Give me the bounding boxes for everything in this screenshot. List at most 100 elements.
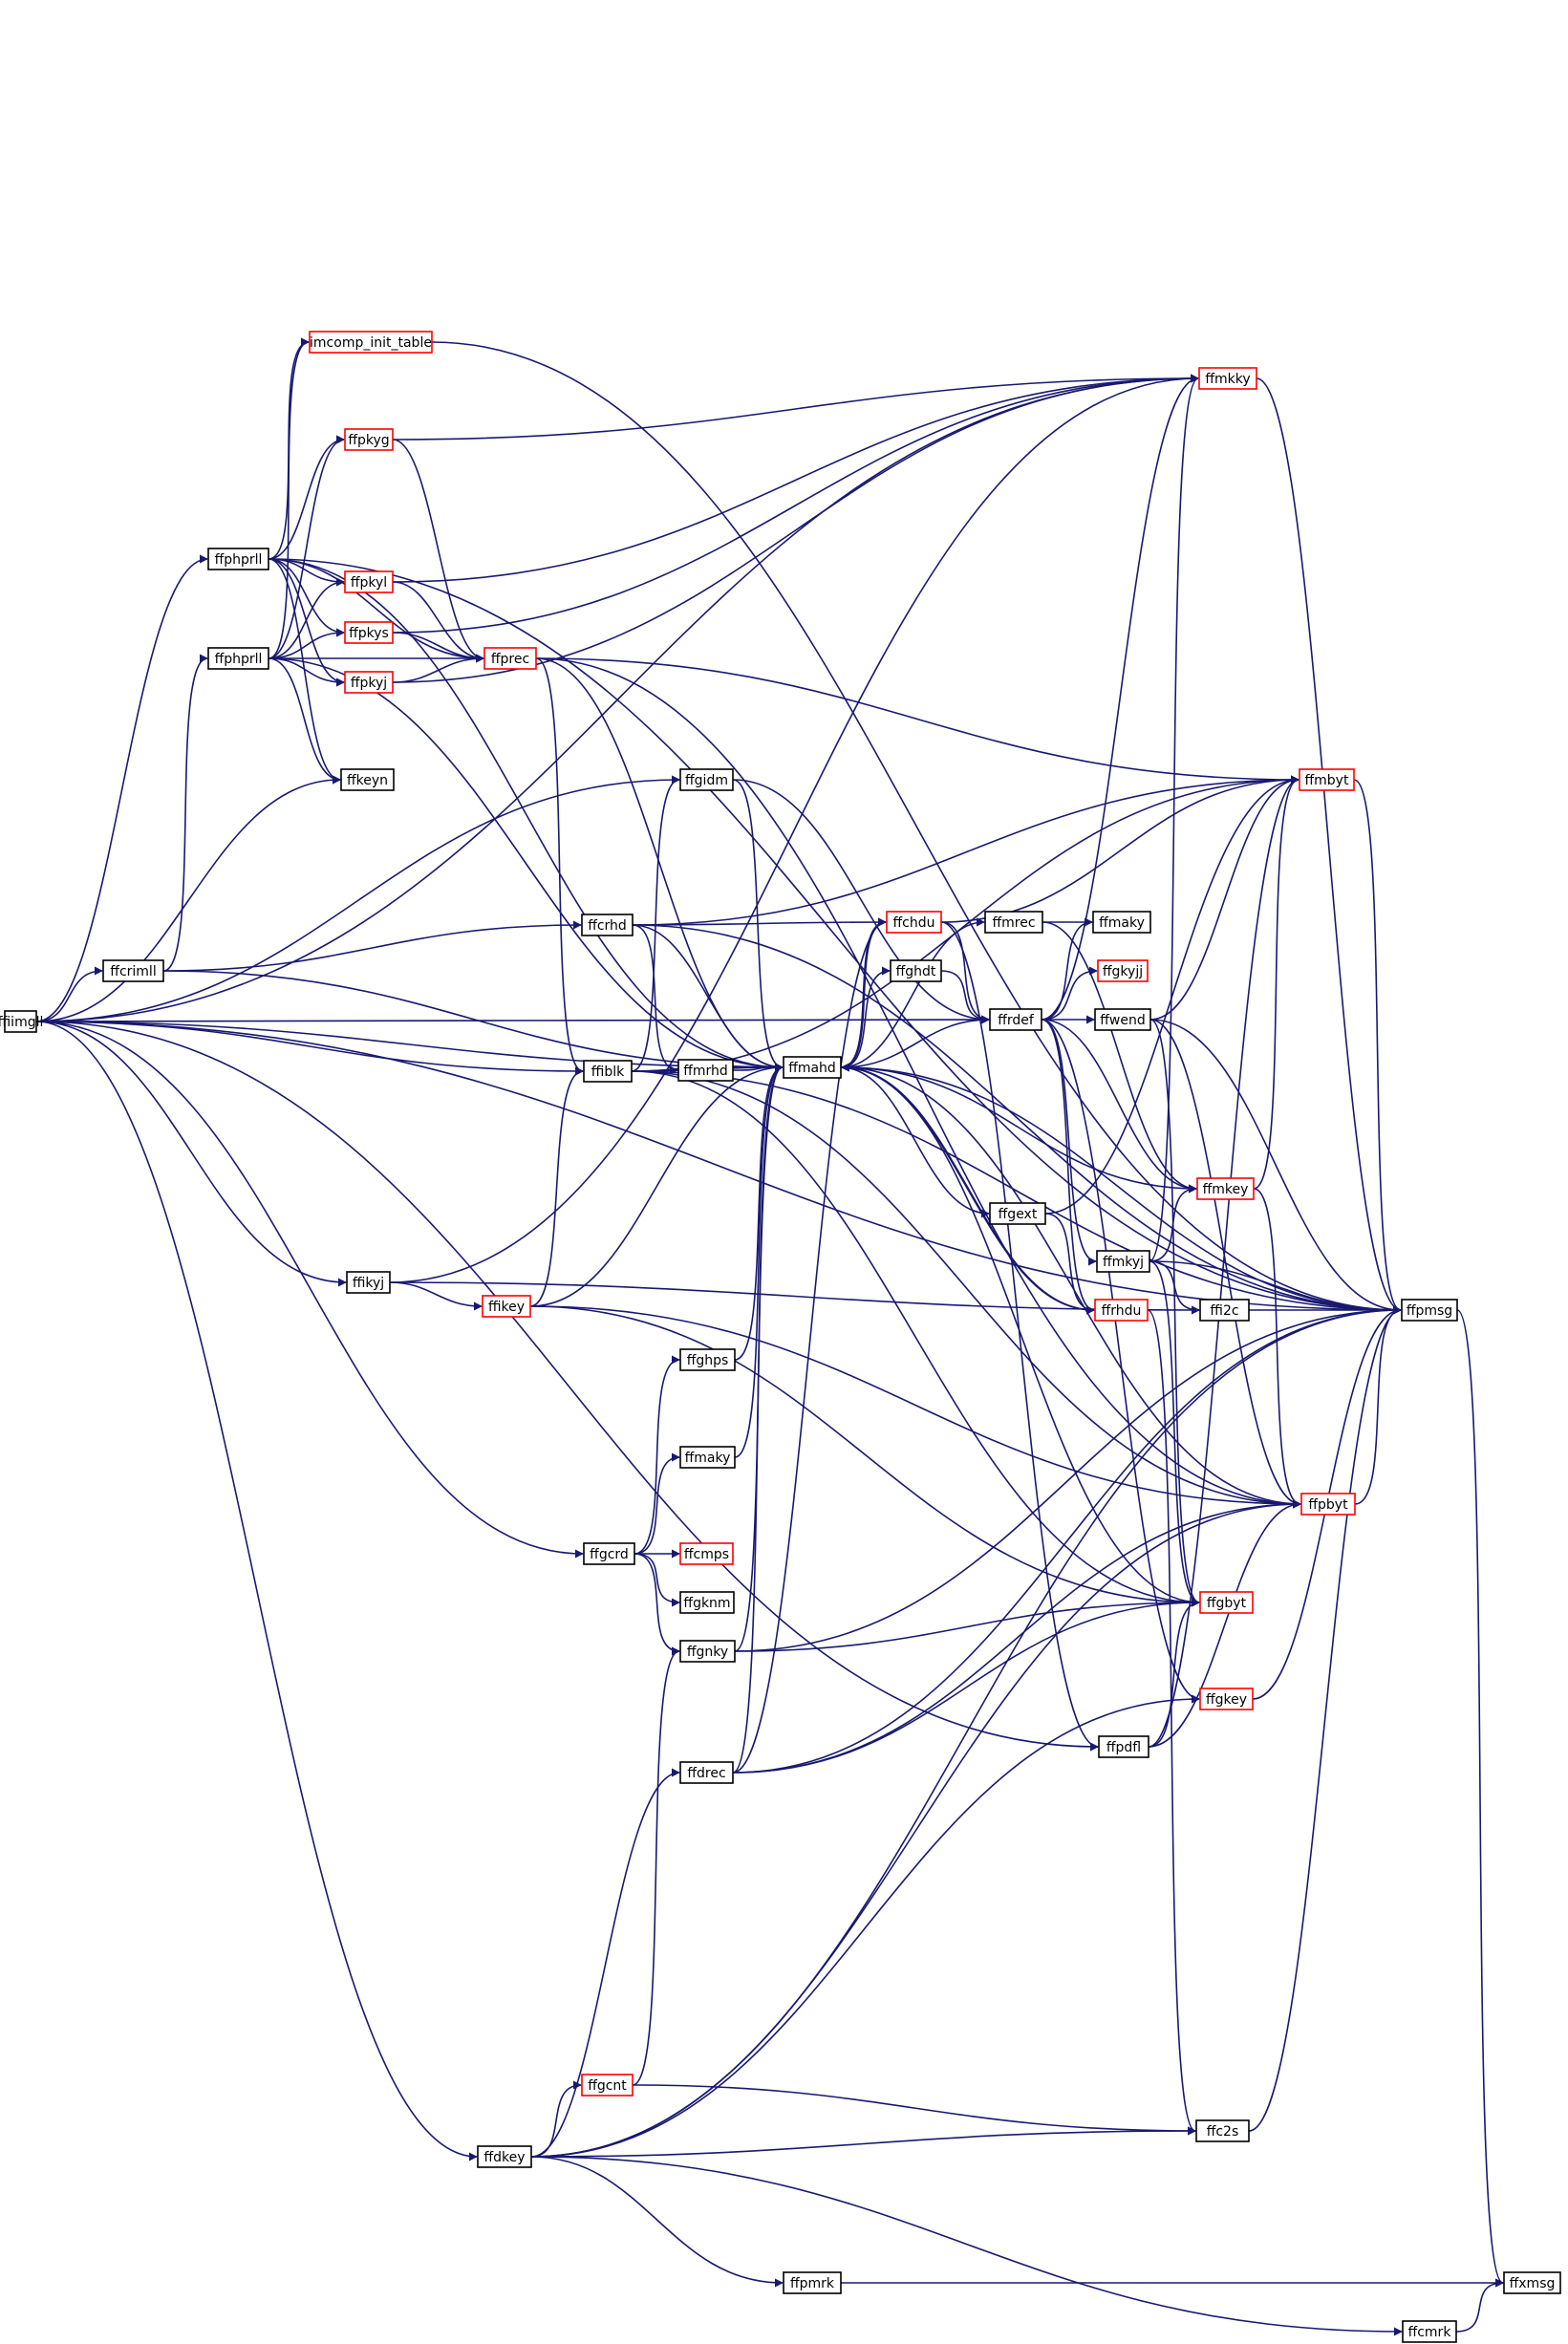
- node-ffkeyn[interactable]: ffkeyn: [340, 768, 395, 791]
- node-box[interactable]: [1098, 1735, 1149, 1758]
- node-ffmkey[interactable]: ffmkey: [1196, 1177, 1255, 1200]
- node-box[interactable]: [482, 1295, 531, 1318]
- node-ffgkey[interactable]: ffgkey: [1199, 1688, 1254, 1710]
- node-box[interactable]: [1199, 1688, 1254, 1710]
- node-box[interactable]: [1198, 367, 1257, 390]
- node-box[interactable]: [677, 1059, 734, 1082]
- node-ffgbyt[interactable]: ffgbyt: [1199, 1591, 1254, 1614]
- node-ffgkyjj[interactable]: ffgkyjj: [1097, 959, 1149, 982]
- node-ffrhdu[interactable]: ffrhdu: [1094, 1299, 1149, 1322]
- node-box[interactable]: [989, 1008, 1042, 1031]
- node-ffpkyj[interactable]: ffpkyj: [344, 671, 394, 694]
- node-ffcmps[interactable]: ffcmps: [679, 1542, 734, 1565]
- node-box[interactable]: [890, 959, 942, 982]
- node-box[interactable]: [1199, 1591, 1254, 1614]
- node-box[interactable]: [583, 1060, 633, 1083]
- node-ffmrec[interactable]: ffmrec: [984, 911, 1043, 934]
- node-ffdrec[interactable]: ffdrec: [679, 1761, 734, 1784]
- node-ffwend[interactable]: ffwend: [1094, 1008, 1151, 1031]
- node-box[interactable]: [783, 1056, 842, 1079]
- node-imcomp-init-table[interactable]: imcomp_init_table: [309, 331, 433, 354]
- node-ffprec[interactable]: ffprec: [483, 647, 537, 670]
- node-ffpdfl[interactable]: ffpdfl: [1098, 1735, 1149, 1758]
- node-box[interactable]: [346, 1271, 391, 1294]
- node-box[interactable]: [581, 914, 634, 936]
- node-box[interactable]: [679, 1640, 736, 1663]
- node-box[interactable]: [783, 2271, 842, 2294]
- node-ffphprll-b[interactable]: ffphprll: [207, 647, 269, 670]
- node-box[interactable]: [4, 1010, 37, 1033]
- node-ffi2c[interactable]: ffi2c: [1199, 1299, 1250, 1322]
- node-box[interactable]: [207, 647, 269, 670]
- node-ffiblk[interactable]: ffiblk: [583, 1060, 633, 1083]
- node-ffcrhd[interactable]: ffcrhd: [581, 914, 634, 936]
- node-ffmahd[interactable]: ffmahd: [783, 1056, 842, 1079]
- node-ffgidm[interactable]: ffgidm: [679, 768, 734, 791]
- node-box[interactable]: [1199, 1299, 1250, 1322]
- node-box[interactable]: [984, 911, 1043, 934]
- node-box[interactable]: [1195, 2119, 1250, 2142]
- node-box[interactable]: [581, 2074, 634, 2097]
- node-box[interactable]: [1503, 2271, 1561, 2294]
- node-ffiimgll[interactable]: ffiimgll: [0, 1010, 43, 1033]
- node-ffmkyj[interactable]: ffmkyj: [1096, 1250, 1150, 1273]
- node-ffmbyt[interactable]: ffmbyt: [1299, 768, 1355, 791]
- node-box[interactable]: [679, 1761, 734, 1784]
- node-ffmaky-b[interactable]: ffmaky: [679, 1446, 736, 1469]
- node-box[interactable]: [477, 2145, 532, 2168]
- node-ffpkyl[interactable]: ffpkyl: [344, 570, 394, 593]
- node-box[interactable]: [679, 768, 734, 791]
- node-ffmrhd[interactable]: ffmrhd: [677, 1059, 734, 1082]
- node-ffmaky-a[interactable]: ffmaky: [1092, 911, 1151, 934]
- node-ffgknm[interactable]: ffgknm: [679, 1591, 735, 1614]
- node-box[interactable]: [344, 570, 394, 593]
- node-box[interactable]: [340, 768, 395, 791]
- node-ffpkys[interactable]: ffpkys: [344, 621, 394, 644]
- node-box[interactable]: [679, 1348, 736, 1371]
- node-ffpbyt[interactable]: ffpbyt: [1300, 1493, 1356, 1516]
- node-box[interactable]: [344, 621, 394, 644]
- node-box[interactable]: [207, 548, 269, 570]
- node-ffcmrk[interactable]: ffcmrk: [1402, 2320, 1457, 2343]
- node-box[interactable]: [1097, 959, 1149, 982]
- node-ffmkky[interactable]: ffmkky: [1198, 367, 1257, 390]
- node-box[interactable]: [1094, 1008, 1151, 1031]
- node-ffikyj[interactable]: ffikyj: [346, 1271, 391, 1294]
- node-box[interactable]: [886, 911, 942, 934]
- node-box[interactable]: [1092, 911, 1151, 934]
- node-box[interactable]: [1402, 2320, 1457, 2343]
- node-ffcrimll[interactable]: ffcrimll: [102, 959, 164, 982]
- node-ffgext[interactable]: ffgext: [989, 1202, 1046, 1225]
- node-ffpkyg[interactable]: ffpkyg: [344, 428, 394, 451]
- node-box[interactable]: [102, 959, 164, 982]
- node-ffgcnt[interactable]: ffgcnt: [581, 2074, 634, 2097]
- node-ffgcrd[interactable]: ffgcrd: [583, 1542, 635, 1565]
- node-box[interactable]: [1401, 1299, 1458, 1322]
- node-box[interactable]: [344, 671, 394, 694]
- node-ffikey[interactable]: ffikey: [482, 1295, 531, 1318]
- node-ffxmsg[interactable]: ffxmsg: [1503, 2271, 1561, 2294]
- node-ffpmrk[interactable]: ffpmrk: [783, 2271, 842, 2294]
- node-box[interactable]: [344, 428, 394, 451]
- node-box[interactable]: [309, 331, 433, 354]
- node-box[interactable]: [1299, 768, 1355, 791]
- node-ffdkey[interactable]: ffdkey: [477, 2145, 532, 2168]
- node-box[interactable]: [679, 1591, 735, 1614]
- node-ffghps[interactable]: ffghps: [679, 1348, 736, 1371]
- node-box[interactable]: [583, 1542, 635, 1565]
- node-box[interactable]: [1094, 1299, 1149, 1322]
- node-box[interactable]: [483, 647, 537, 670]
- node-box[interactable]: [989, 1202, 1046, 1225]
- node-ffgnky[interactable]: ffgnky: [679, 1640, 736, 1663]
- node-box[interactable]: [1300, 1493, 1356, 1516]
- node-ffrdef[interactable]: ffrdef: [989, 1008, 1042, 1031]
- node-ffpmsg[interactable]: ffpmsg: [1401, 1299, 1458, 1322]
- node-box[interactable]: [679, 1446, 736, 1469]
- node-box[interactable]: [679, 1542, 734, 1565]
- node-box[interactable]: [1096, 1250, 1150, 1273]
- node-ffchdu[interactable]: ffchdu: [886, 911, 942, 934]
- node-ffc2s[interactable]: ffc2s: [1195, 2119, 1250, 2142]
- node-ffphprll-a[interactable]: ffphprll: [207, 548, 269, 570]
- node-ffghdt[interactable]: ffghdt: [890, 959, 942, 982]
- node-box[interactable]: [1196, 1177, 1255, 1200]
